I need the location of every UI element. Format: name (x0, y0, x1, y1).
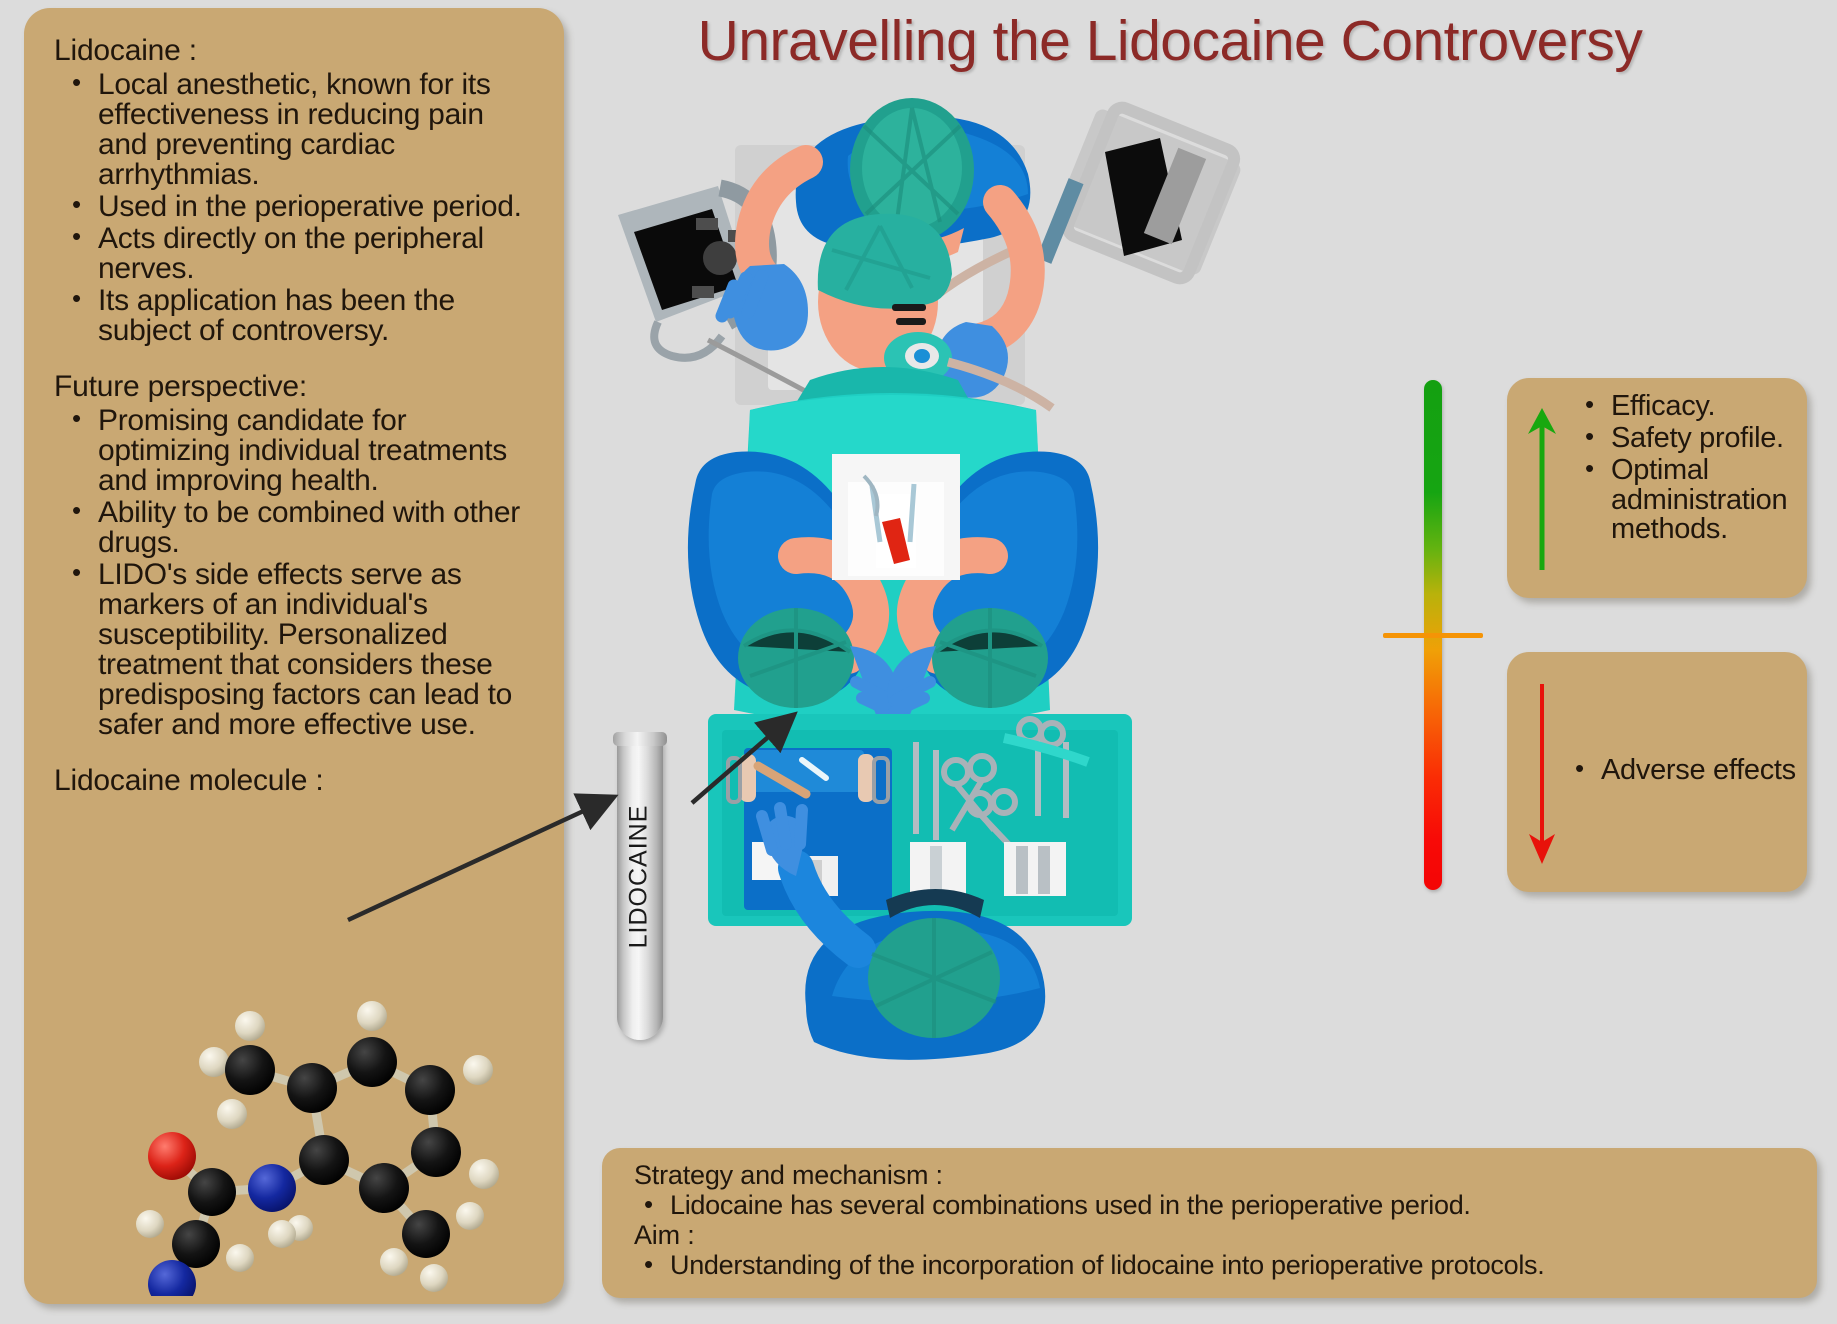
lidocaine-molecule (136, 1001, 499, 1296)
aim-heading: Aim : (634, 1220, 695, 1251)
operating-room-illustration (618, 98, 1241, 1060)
gradient-crossbar (1383, 633, 1483, 638)
future-perspective-heading: Future perspective: (54, 370, 307, 403)
list-item: Optimal administration methods. (1581, 455, 1797, 546)
adverse-effects-box: Adverse effects (1507, 652, 1807, 892)
nurse-figure (756, 802, 1046, 1060)
strategy-bullet-list: Lidocaine has several combinations used … (630, 1190, 1797, 1220)
down-arrow-icon (1529, 684, 1555, 864)
list-item: Safety profile. (1581, 423, 1797, 454)
list-item: Its application has been the subject of … (68, 285, 538, 346)
list-item: Lidocaine has several combinations used … (640, 1190, 1797, 1220)
lidocaine-bullet-list: Local anesthetic, known for its effectiv… (50, 69, 538, 346)
benefits-box: Efficacy. Safety profile. Optimal admini… (1507, 378, 1807, 598)
benefits-bullet-list: Efficacy. Safety profile. Optimal admini… (1563, 391, 1797, 546)
lidocaine-heading: Lidocaine : (54, 34, 197, 67)
future-perspective-bullet-list: Promising candidate for optimizing indiv… (50, 405, 538, 740)
list-item: Acts directly on the peripheral nerves. (68, 223, 538, 284)
up-arrow-icon (1528, 408, 1556, 570)
list-item: Promising candidate for optimizing indiv… (68, 405, 538, 496)
anesthesia-machine-icon (831, 101, 1241, 335)
anesthetist-figure (715, 98, 1045, 398)
list-item: LIDO's side effects serve as markers of … (68, 559, 538, 740)
molecule-heading: Lidocaine molecule : (54, 764, 324, 797)
tube-lip (613, 732, 667, 746)
list-item: Adverse effects (1571, 755, 1797, 786)
instrument-tray (708, 714, 1132, 926)
list-item: Understanding of the incorporation of li… (640, 1250, 1797, 1280)
page-title: Unravelling the Lidocaine Controversy (697, 9, 1643, 73)
tube-body (617, 738, 663, 1040)
spacer (50, 742, 538, 764)
strategy-aim-panel: Strategy and mechanism : Lidocaine has s… (602, 1148, 1817, 1298)
list-item: Efficacy. (1581, 391, 1797, 422)
list-item: Used in the perioperative period. (68, 191, 538, 222)
aim-bullet-list: Understanding of the incorporation of li… (630, 1250, 1797, 1280)
list-item: Local anesthetic, known for its effectiv… (68, 69, 538, 190)
surgical-site (832, 454, 960, 580)
spacer (50, 348, 538, 370)
list-item: Ability to be combined with other drugs. (68, 497, 538, 558)
surgeon-left-figure (687, 451, 899, 720)
left-info-panel: Lidocaine : Local anesthetic, known for … (24, 8, 564, 1304)
surgical-cap (817, 213, 952, 309)
strategy-heading: Strategy and mechanism : (634, 1160, 943, 1190)
tube-label: LIDOCAINE (624, 804, 653, 949)
patient-monitor-icon (618, 179, 820, 401)
adverse-text-wrap: Adverse effects (1553, 755, 1797, 788)
adverse-bullet-list: Adverse effects (1553, 755, 1797, 786)
lidocaine-test-tube: LIDOCAINE (613, 722, 667, 1042)
molecule-atoms (136, 1001, 499, 1296)
